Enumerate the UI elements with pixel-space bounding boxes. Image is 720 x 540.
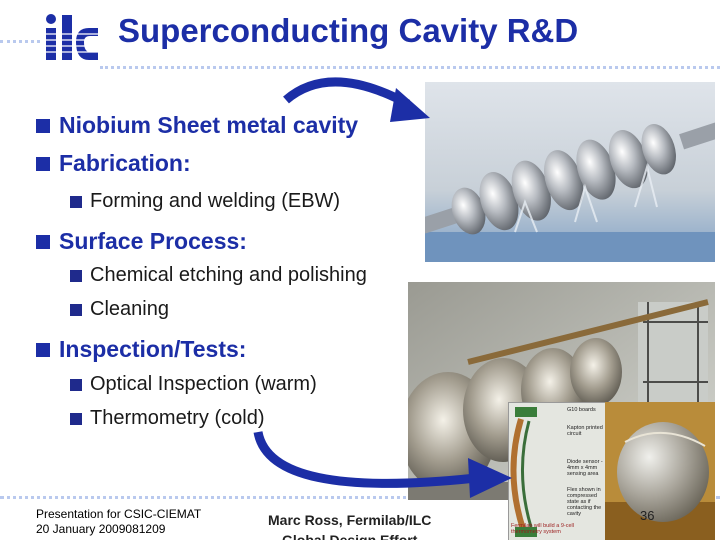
sub-bullet-chemical: Chemical etching and polishing [70,264,367,287]
bullet-text: Fabrication: [59,150,191,176]
sub-bullet-thermometry: Thermometry (cold) [70,407,264,430]
bullet-marker [36,234,50,249]
footer-author-info: Marc Ross, Fermilab/ILC Global Design Ef… [268,510,431,540]
curved-arrow-upper-icon [283,77,430,122]
footer-presentation-line2: 20 January 2009081209 [36,522,166,536]
footer-author-line1: Marc Ross, Fermilab/ILC [268,512,432,528]
label-fermilab-note: Fermilab will build a 9-cell thermometry… [511,523,574,535]
dotted-line-top-right [100,66,720,69]
bullet-marker [70,269,82,282]
bullet-text: Cleaning [90,298,169,320]
footer-author-line2: Global Design Effort [282,532,418,540]
bullet-text: Inspection/Tests: [59,336,247,362]
cavity-cross-section-photo [605,402,715,540]
ilc-logo-icon [44,14,98,60]
bullet-marker [36,156,50,171]
sub-bullet-optical: Optical Inspection (warm) [70,373,317,396]
label-kapton: Kapton printed circuit [567,425,603,437]
bullet-inspection: Inspection/Tests: [36,336,246,363]
bullet-text: Chemical etching and polishing [90,264,367,286]
cavity-photo [425,82,715,262]
footer-presentation-info: Presentation for CSIC-CIEMAT 20 January … [36,507,201,537]
bullet-marker [70,378,82,391]
bullet-marker [70,303,82,316]
bullet-text: Thermometry (cold) [90,407,265,429]
dotted-line-top-left [0,40,40,43]
bullet-marker [36,342,50,357]
label-flex: Flex shown in compressed state as if con… [567,487,602,517]
bullet-marker [36,118,50,133]
bullet-marker [70,195,82,208]
label-diode: Diode sensor - 4mm x 4mm sensing area [567,459,603,477]
dotted-line-bottom [0,496,720,499]
bullet-marker [70,412,82,425]
footer-presentation-line1: Presentation for CSIC-CIEMAT [36,507,202,521]
label-g10: G10 boards [567,407,596,413]
bullet-text: Optical Inspection (warm) [90,373,317,395]
thermometry-diagram: G10 boards Kapton printed circuit Diode … [508,402,607,540]
slide-title: Superconducting Cavity R&D [118,12,579,49]
bullet-niobium: Niobium Sheet metal cavity [36,112,358,139]
bullet-fabrication: Fabrication: [36,150,191,177]
bullet-surface-process: Surface Process: [36,228,247,255]
curved-arrow-lower-icon [253,430,512,498]
sub-bullet-cleaning: Cleaning [70,298,169,321]
bullet-text: Niobium Sheet metal cavity [59,112,359,138]
bullet-text: Forming and welding (EBW) [90,190,341,212]
bullet-text: Surface Process: [59,228,247,254]
sub-bullet-forming: Forming and welding (EBW) [70,190,340,213]
page-number: 36 [640,508,655,523]
